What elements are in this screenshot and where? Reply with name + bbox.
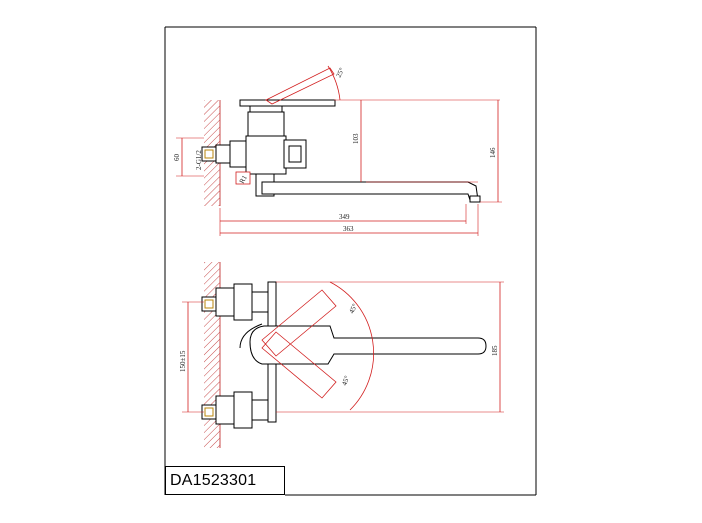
dim-width-inner: 349 (339, 213, 350, 221)
angle-upper: 45° (348, 302, 359, 314)
dim-left-height: 60 (173, 154, 181, 162)
dim-height-handle: 103 (352, 133, 360, 144)
dim-width-outer: 363 (343, 225, 354, 233)
dim-height-total: 146 (489, 147, 497, 158)
angle-handle: 25° (335, 66, 346, 78)
dim-eccentric: R1 (238, 173, 249, 185)
front-view: 150±15 185 45° 45° (179, 262, 504, 448)
model-number-box: DA1523301 (165, 466, 285, 495)
dim-center-distance: 150±15 (179, 350, 187, 372)
model-number: DA1523301 (170, 472, 257, 489)
angle-lower: 45° (340, 375, 351, 387)
side-view: 349 363 103 146 60 2-G1/2 25° R1 (173, 65, 502, 236)
thread-label: 2-G1/2 (195, 150, 203, 170)
dim-spout-length: 185 (491, 345, 499, 356)
